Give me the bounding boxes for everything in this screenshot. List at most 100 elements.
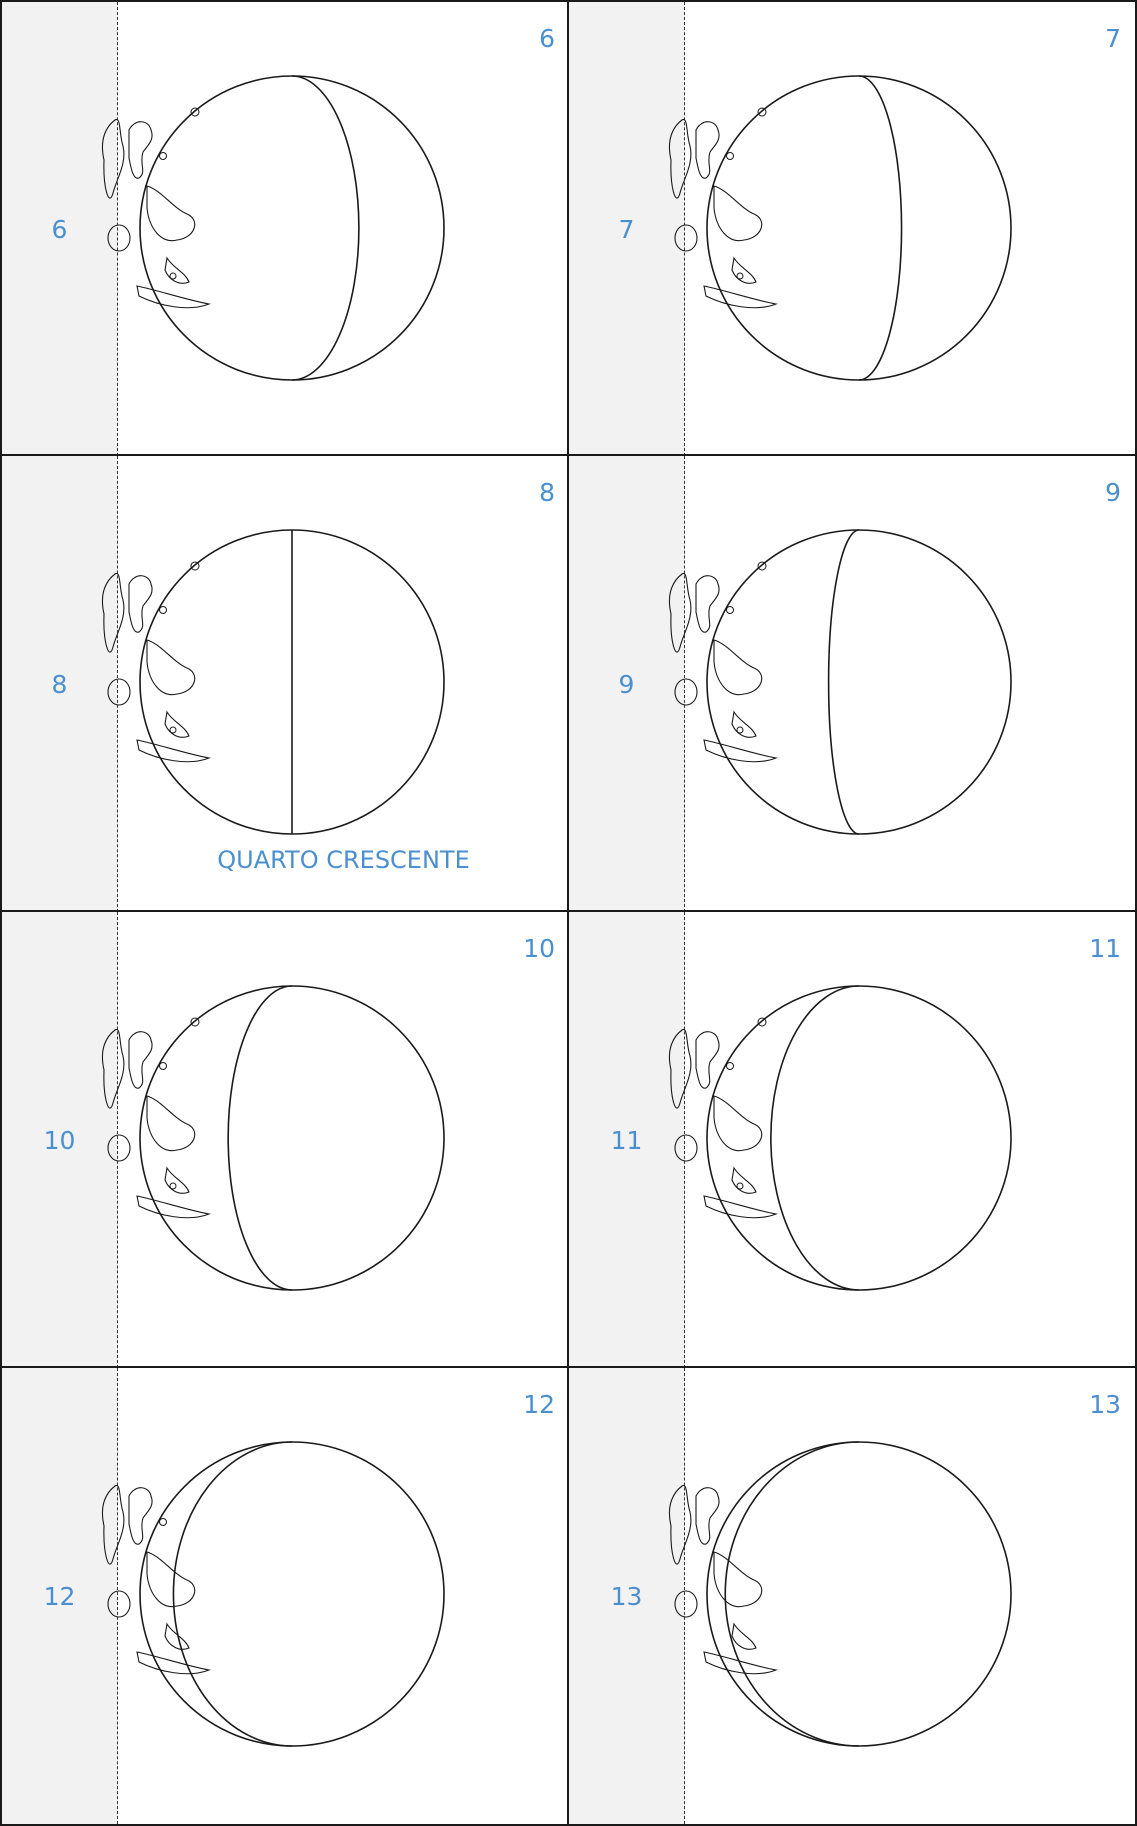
moon-mare-outline [714,640,762,695]
moon-mare-outline [696,122,719,178]
corner-number: 6 [539,24,555,53]
moon-mare-outline [147,1096,195,1151]
corner-number: 7 [1105,24,1121,53]
moon-mare-outline [147,1552,195,1607]
moon-mare-outline [696,1488,719,1544]
moon-outline [140,76,444,380]
moon-crater [108,1135,130,1161]
moon-outline [707,76,1011,380]
moon-terminator [771,986,859,1290]
moon-card-11: 11 11 [567,910,1137,1370]
moon-outline [140,986,444,1290]
moon-phase-icon [77,68,507,388]
moon-crater [160,153,167,160]
moon-phase-icon [77,522,507,842]
moon-card-12: 12 12 [0,1366,571,1826]
corner-number: 12 [523,1390,555,1419]
moon-mare-outline [704,740,776,762]
moon-card-13: 13 13 [567,1366,1137,1826]
moon-crater [170,727,176,733]
moon-crater [108,679,130,705]
moon-phase-icon [644,978,1074,1298]
moon-mare-outline [129,122,152,178]
moon-mare-outline [704,1196,776,1218]
phase-label: QUARTO CRESCENTE [118,846,569,874]
moon-crater [727,1063,734,1070]
moon-crater [160,1519,167,1526]
moon-mare-outline [732,258,756,283]
moon-crater [170,1183,176,1189]
moon-mare-outline [147,640,195,695]
moon-phase-icon [644,68,1074,388]
moon-mare-outline [714,186,762,241]
moon-crater [108,1591,130,1617]
moon-phase-icon [77,1434,507,1754]
tab-number: 8 [52,670,68,699]
moon-crater [727,153,734,160]
corner-number: 9 [1105,478,1121,507]
moon-card-7: 7 7 [567,0,1137,458]
moon-card-10: 10 10 [0,910,571,1370]
moon-mare-outline [669,1029,690,1108]
moon-outline [140,1442,444,1746]
moon-card-8: 8 8 QUARTO CRESCENTE [0,454,571,914]
moon-mare-outline [696,1032,719,1088]
tab-number: 9 [619,670,635,699]
moon-mare-outline [102,1029,123,1108]
moon-mare-outline [129,1032,152,1088]
tab-number: 10 [44,1126,76,1155]
moon-mare-outline [696,576,719,632]
moon-mare-outline [732,1168,756,1193]
moon-mare-outline [704,286,776,308]
moon-mare-outline [102,1485,123,1564]
moon-crater [737,1183,743,1189]
tab-number: 13 [611,1582,643,1611]
moon-mare-outline [102,573,123,652]
moon-crater [675,225,697,251]
moon-crater [675,679,697,705]
moon-mare-outline [137,1196,209,1218]
moon-mare-outline [147,186,195,241]
moon-outline [707,986,1011,1290]
moon-crater [737,273,743,279]
moon-mare-outline [129,576,152,632]
moon-mare-outline [137,1652,209,1674]
moon-terminator [859,76,902,380]
moon-crater [675,1591,697,1617]
moon-mare-outline [669,1485,690,1564]
moon-mare-outline [165,258,189,283]
moon-card-6: 6 6 [0,0,571,458]
moon-terminator [829,530,859,834]
moon-terminator [292,76,359,380]
moon-mare-outline [129,1488,152,1544]
moon-phase-icon [644,1434,1074,1754]
moon-terminator [228,986,292,1290]
moon-mare-outline [137,740,209,762]
moon-crater [170,273,176,279]
tab-number: 6 [52,215,68,244]
moon-phase-icon [77,978,507,1298]
tab-number: 7 [619,215,635,244]
moon-mare-outline [732,1624,756,1649]
moon-mare-outline [669,573,690,652]
moon-crater [160,607,167,614]
moon-phase-icon [644,522,1074,842]
corner-number: 10 [523,934,555,963]
moon-mare-outline [165,712,189,737]
moon-mare-outline [669,119,690,198]
moon-mare-outline [165,1168,189,1193]
moon-crater [675,1135,697,1161]
corner-number: 8 [539,478,555,507]
moon-crater [160,1063,167,1070]
moon-mare-outline [732,712,756,737]
moon-mare-outline [714,1552,762,1607]
moon-terminator [173,1442,292,1746]
moon-outline [707,1442,1011,1746]
moon-outline [707,530,1011,834]
moon-crater [737,727,743,733]
moon-crater [108,225,130,251]
tab-number: 11 [611,1126,643,1155]
moon-card-9: 9 9 [567,454,1137,914]
moon-mare-outline [102,119,123,198]
